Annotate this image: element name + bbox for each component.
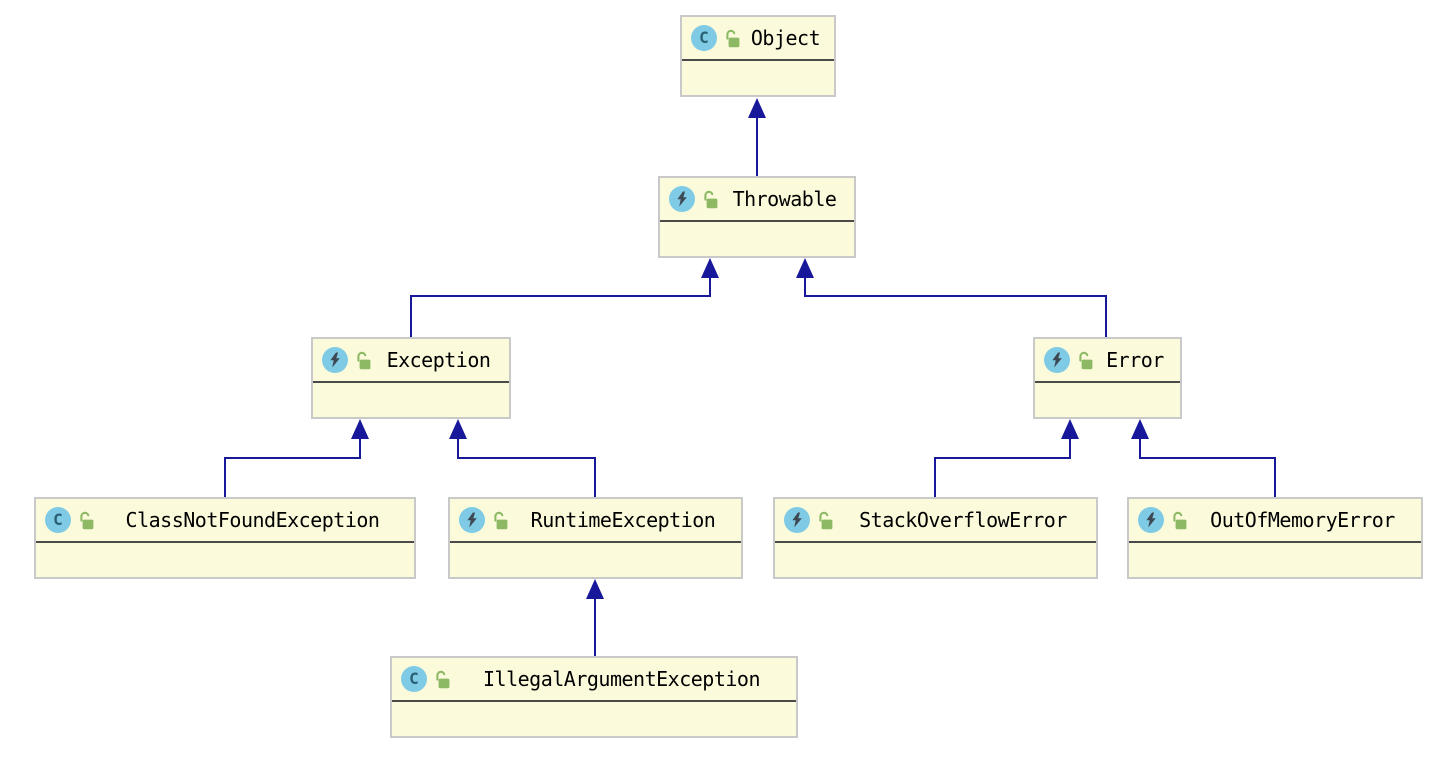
- class-name: Error: [1106, 348, 1164, 372]
- inheritance-edge-throwable-object: [748, 98, 766, 176]
- class-node-error[interactable]: Error: [1033, 337, 1182, 419]
- class-node-stackoverflowerror[interactable]: StackOverflowError: [773, 497, 1098, 579]
- unlocked-icon: [355, 351, 373, 372]
- class-node-illegalargumentexception[interactable]: C IllegalArgumentException: [390, 656, 798, 738]
- class-node-runtimeexception[interactable]: RuntimeException: [448, 497, 743, 579]
- unlocked-icon: [492, 511, 510, 532]
- unlocked-icon: [724, 29, 742, 50]
- class-name: IllegalArgumentException: [483, 667, 760, 691]
- node-members-compartment: [660, 222, 854, 256]
- unlocked-icon: [1077, 351, 1095, 372]
- node-title: OutOfMemoryError: [1129, 499, 1421, 543]
- class-name: StackOverflowError: [859, 508, 1067, 532]
- inheritance-edge-classnotfound-exception: [224, 419, 369, 497]
- class-node-outofmemoryerror[interactable]: OutOfMemoryError: [1127, 497, 1423, 579]
- class-name: Throwable: [732, 187, 837, 211]
- unlocked-icon: [434, 670, 452, 691]
- class-name: Exception: [386, 348, 491, 372]
- exception-icon: [459, 507, 485, 533]
- inheritance-edge-runtime-exception: [449, 419, 596, 497]
- node-members-compartment: [36, 543, 414, 577]
- inheritance-edge-exception-throwable: [410, 258, 719, 337]
- inheritance-edge-stackoverflow-error: [934, 419, 1079, 497]
- node-members-compartment: [313, 383, 509, 417]
- exception-icon: [1138, 507, 1164, 533]
- unlocked-icon: [817, 511, 835, 532]
- exception-icon: [669, 186, 695, 212]
- class-name: OutOfMemoryError: [1210, 508, 1395, 532]
- node-members-compartment: [775, 543, 1096, 577]
- class-node-classnotfoundexception[interactable]: C ClassNotFoundException: [34, 497, 416, 579]
- node-members-compartment: [1129, 543, 1421, 577]
- node-title: C IllegalArgumentException: [392, 658, 796, 702]
- node-title: RuntimeException: [450, 499, 741, 543]
- unlocked-icon: [1171, 511, 1189, 532]
- inheritance-edge-error-throwable: [796, 258, 1107, 337]
- class-node-object[interactable]: C Object: [680, 15, 836, 97]
- exception-icon: [784, 507, 810, 533]
- class-name: ClassNotFoundException: [125, 508, 380, 532]
- unlocked-icon: [78, 511, 96, 532]
- node-title: C Object: [682, 17, 834, 61]
- class-icon: C: [401, 666, 427, 692]
- exception-icon: [1044, 347, 1070, 373]
- node-title: Throwable: [660, 178, 854, 222]
- inheritance-edge-illegalargument-runtime: [586, 579, 604, 656]
- inheritance-edge-outofmemory-error: [1131, 419, 1276, 497]
- class-icon: C: [45, 507, 71, 533]
- class-node-exception[interactable]: Exception: [311, 337, 511, 419]
- node-title: C ClassNotFoundException: [36, 499, 414, 543]
- exception-icon: [322, 347, 348, 373]
- class-name: Object: [750, 26, 821, 50]
- unlocked-icon: [702, 190, 720, 211]
- class-node-throwable[interactable]: Throwable: [658, 176, 856, 258]
- node-title: Exception: [313, 339, 509, 383]
- node-members-compartment: [392, 702, 796, 736]
- class-name: RuntimeException: [530, 508, 716, 532]
- node-members-compartment: [682, 61, 834, 95]
- class-icon: C: [691, 25, 717, 51]
- node-members-compartment: [450, 543, 741, 577]
- node-members-compartment: [1035, 383, 1180, 417]
- node-title: Error: [1035, 339, 1180, 383]
- node-title: StackOverflowError: [775, 499, 1096, 543]
